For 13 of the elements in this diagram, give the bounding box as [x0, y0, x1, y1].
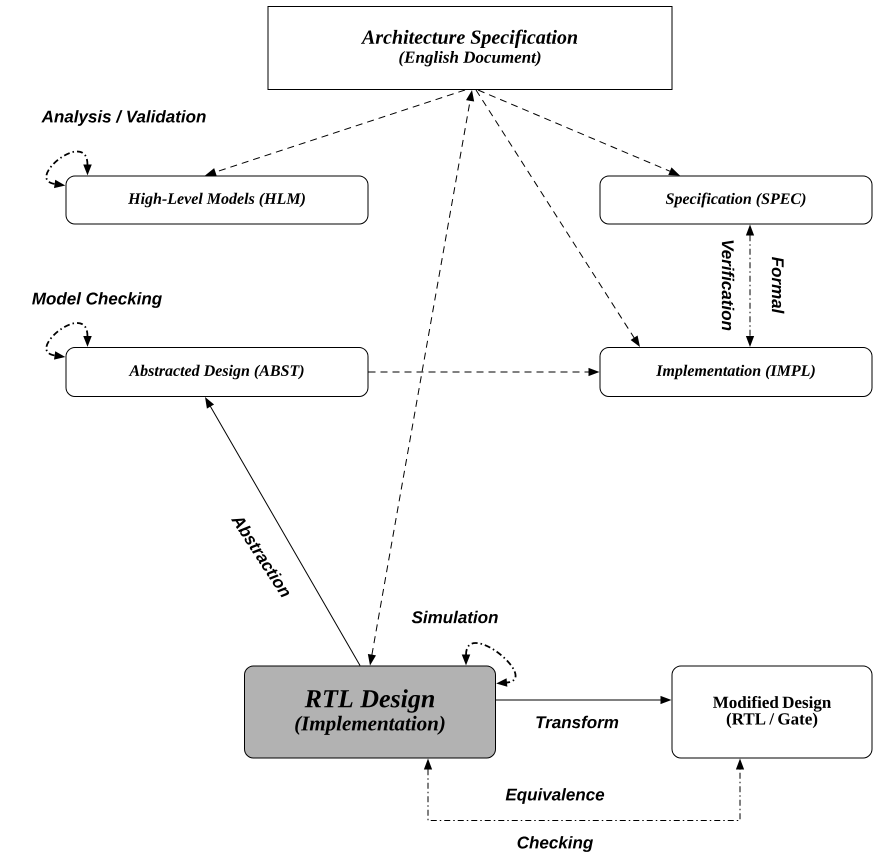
design-box: Specification (SPEC): [600, 176, 872, 224]
edge-label: Model Checking: [32, 292, 162, 308]
design-box: High-Level Models (HLM): [66, 176, 368, 224]
design-box: RTL Design (Implementation): [244, 666, 496, 758]
specification-box: Architecture Specification (English Document): [268, 6, 672, 90]
design-box: Abstracted Design (ABST): [66, 347, 368, 397]
edge-label: Transform: [536, 716, 618, 728]
design-box: Modified Design (RTL / Gate): [672, 666, 872, 758]
edge-label: Equivalence Checking: [506, 788, 604, 852]
edge-label: Analysis / Validation: [41, 110, 206, 126]
edge-label: Formal Verification: [722, 240, 784, 330]
design-box: Implementation (IMPL): [600, 347, 872, 397]
edge-label: Simulation: [412, 610, 498, 624]
